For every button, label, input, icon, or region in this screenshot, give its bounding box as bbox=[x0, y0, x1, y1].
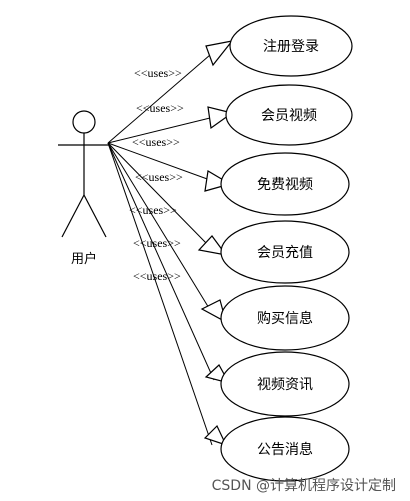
use-case-label-2: 会员视频 bbox=[261, 108, 317, 124]
stereotype-label-2: <<uses>> bbox=[136, 101, 184, 115]
association-line-4 bbox=[107, 142, 209, 246]
use-case-label-4: 会员充值 bbox=[257, 245, 313, 261]
use-case-member-recharge bbox=[220, 220, 350, 284]
association-line-5 bbox=[107, 142, 213, 314]
use-case-label-5: 购买信息 bbox=[257, 310, 313, 327]
actor-figure bbox=[58, 110, 110, 238]
use-case-labels: 注册登录 会员视频 免费视频 会员充值 购买信息 视频资讯 公告消息 bbox=[257, 39, 319, 458]
association-line-6 bbox=[107, 142, 215, 381]
stereotype-label-7: <<uses>> bbox=[133, 269, 181, 283]
stereotype-label-5: <<uses>> bbox=[129, 203, 177, 217]
stereotype-label-6: <<uses>> bbox=[133, 236, 181, 250]
use-case-label-3: 免费视频 bbox=[257, 177, 313, 193]
actor-label: 用户 bbox=[71, 251, 97, 267]
use-case-announcements bbox=[220, 416, 350, 482]
association-line-7 bbox=[107, 142, 213, 446]
actor-right-leg bbox=[83, 194, 107, 238]
use-case-label-7: 公告消息 bbox=[257, 441, 313, 458]
use-case-ellipses bbox=[220, 15, 353, 482]
use-case-purchase-info bbox=[220, 285, 350, 351]
use-case-video-news bbox=[220, 351, 350, 417]
stereotype-label-1: <<uses>> bbox=[134, 66, 182, 80]
actor-left-leg bbox=[61, 194, 85, 238]
stereotype-label-3: <<uses>> bbox=[132, 135, 180, 149]
stereotype-label-4: <<uses>> bbox=[135, 170, 183, 184]
use-case-free-video bbox=[220, 152, 350, 216]
use-case-label-1: 注册登录 bbox=[263, 39, 319, 55]
association-line-1 bbox=[107, 54, 211, 144]
association-line-2 bbox=[107, 117, 211, 144]
use-case-register-login bbox=[229, 15, 353, 77]
arrowheads bbox=[197, 40, 234, 447]
arrowhead-1 bbox=[205, 40, 234, 67]
arrowhead-7 bbox=[203, 424, 228, 447]
stereotype-labels: <<uses>> <<uses>> <<uses>> <<uses>> <<us… bbox=[129, 66, 184, 283]
association-lines bbox=[107, 54, 215, 446]
actor-head bbox=[72, 110, 96, 134]
use-case-label-6: 视频资讯 bbox=[257, 377, 313, 393]
arrowhead-3 bbox=[204, 170, 232, 192]
use-case-member-video bbox=[225, 84, 353, 146]
arrowhead-4 bbox=[197, 235, 228, 256]
association-line-3 bbox=[107, 142, 211, 181]
watermark-text: CSDN @计算机程序设计定制 bbox=[212, 478, 396, 494]
